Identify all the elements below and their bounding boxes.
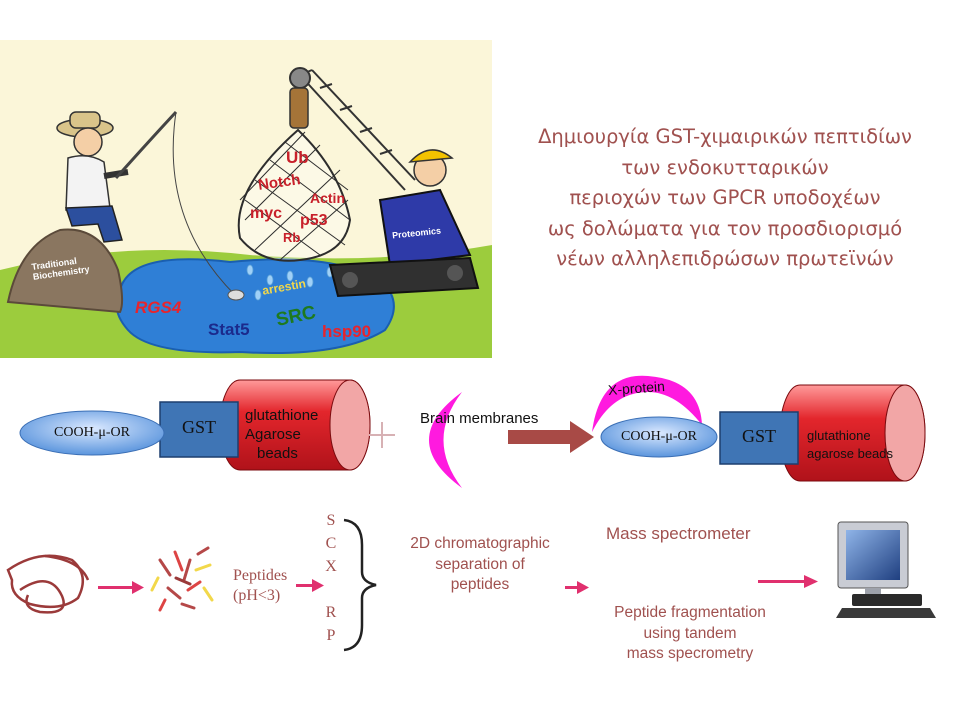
computer-icon [836, 521, 936, 618]
rock [6, 228, 124, 314]
fishing-line [172, 111, 236, 296]
fragmentation-label: Peptide fragmentation using tandem mass … [614, 604, 766, 662]
pink-arrow-4 [758, 575, 818, 588]
right-beads-cylinder [779, 384, 926, 482]
title-line: νέων αλληλεπιδρώσων πρωτεϊνών [556, 247, 894, 270]
right-gst-box [719, 411, 799, 465]
excavator [328, 149, 480, 298]
curly-brace [343, 518, 377, 652]
title-block: Δημιουργία GST-χιμαιρικών πεπτιδίων των … [505, 122, 945, 275]
left-cooh-label: COOH-μ-OR [54, 425, 130, 440]
left-cooh-ellipse [19, 410, 165, 456]
left-beads-cylinder [219, 379, 371, 471]
title-line: των ενδοκυτταρικών [621, 155, 829, 179]
scx-rp-label: S C X R P [325, 512, 337, 644]
net-label-rb: Rb [283, 230, 301, 245]
pink-arrow-1 [98, 581, 144, 594]
peptides-label: Peptides (pH<3) [233, 567, 288, 604]
net-label-ub: Ub [286, 148, 309, 167]
title-line: Δημιουργία GST-χιμαιρικών πεπτιδίων [538, 125, 912, 148]
brain-membranes-body [429, 392, 462, 488]
pond [115, 258, 395, 355]
bait [227, 289, 245, 301]
pink-arrow-3 [565, 581, 589, 594]
cartoon-illustration [0, 67, 492, 358]
mass-spectrometer-label: Mass spectrometer [606, 524, 751, 543]
title-line: ως δολώματα για τον προσδιορισμό [547, 216, 903, 240]
net-mesh [239, 131, 351, 261]
net-label-myc: myc [250, 205, 283, 222]
brain-membranes-label: Brain membranes [420, 410, 539, 427]
water-drops [246, 264, 334, 301]
title-line: περιοχών των GPCR υποδοχέων [569, 186, 881, 209]
peptide-fragments [150, 546, 214, 612]
hook [289, 87, 309, 129]
pond-label-stat5: Stat5 [208, 320, 250, 339]
brown-arrow [508, 421, 594, 453]
left-gst-label: GST [181, 417, 216, 437]
left-gst-box [159, 401, 239, 458]
pond-label-rgs4: RGS4 [135, 298, 182, 317]
pink-arrow-2 [296, 579, 324, 592]
fishing-rod [114, 110, 178, 180]
right-cooh-label: COOH-μ-OR [621, 429, 697, 444]
fisherman-figure [56, 111, 129, 243]
right-gst-label: GST [741, 426, 776, 446]
protein-scribble [6, 554, 90, 614]
pond-label-hsp90: hsp90 [322, 322, 372, 341]
right-beads-label: glutathione agarose beads [807, 428, 894, 461]
chromatography-label: 2D chromatographic separation of peptide… [410, 535, 550, 593]
xprotein-shape [592, 375, 702, 432]
plus-sign [369, 422, 395, 448]
right-cooh-ellipse [600, 416, 718, 458]
left-beads-label: glutathione Agarose beads [245, 407, 319, 462]
net-label-p53: p53 [300, 212, 328, 229]
net-label-actin: Actin [310, 190, 345, 206]
